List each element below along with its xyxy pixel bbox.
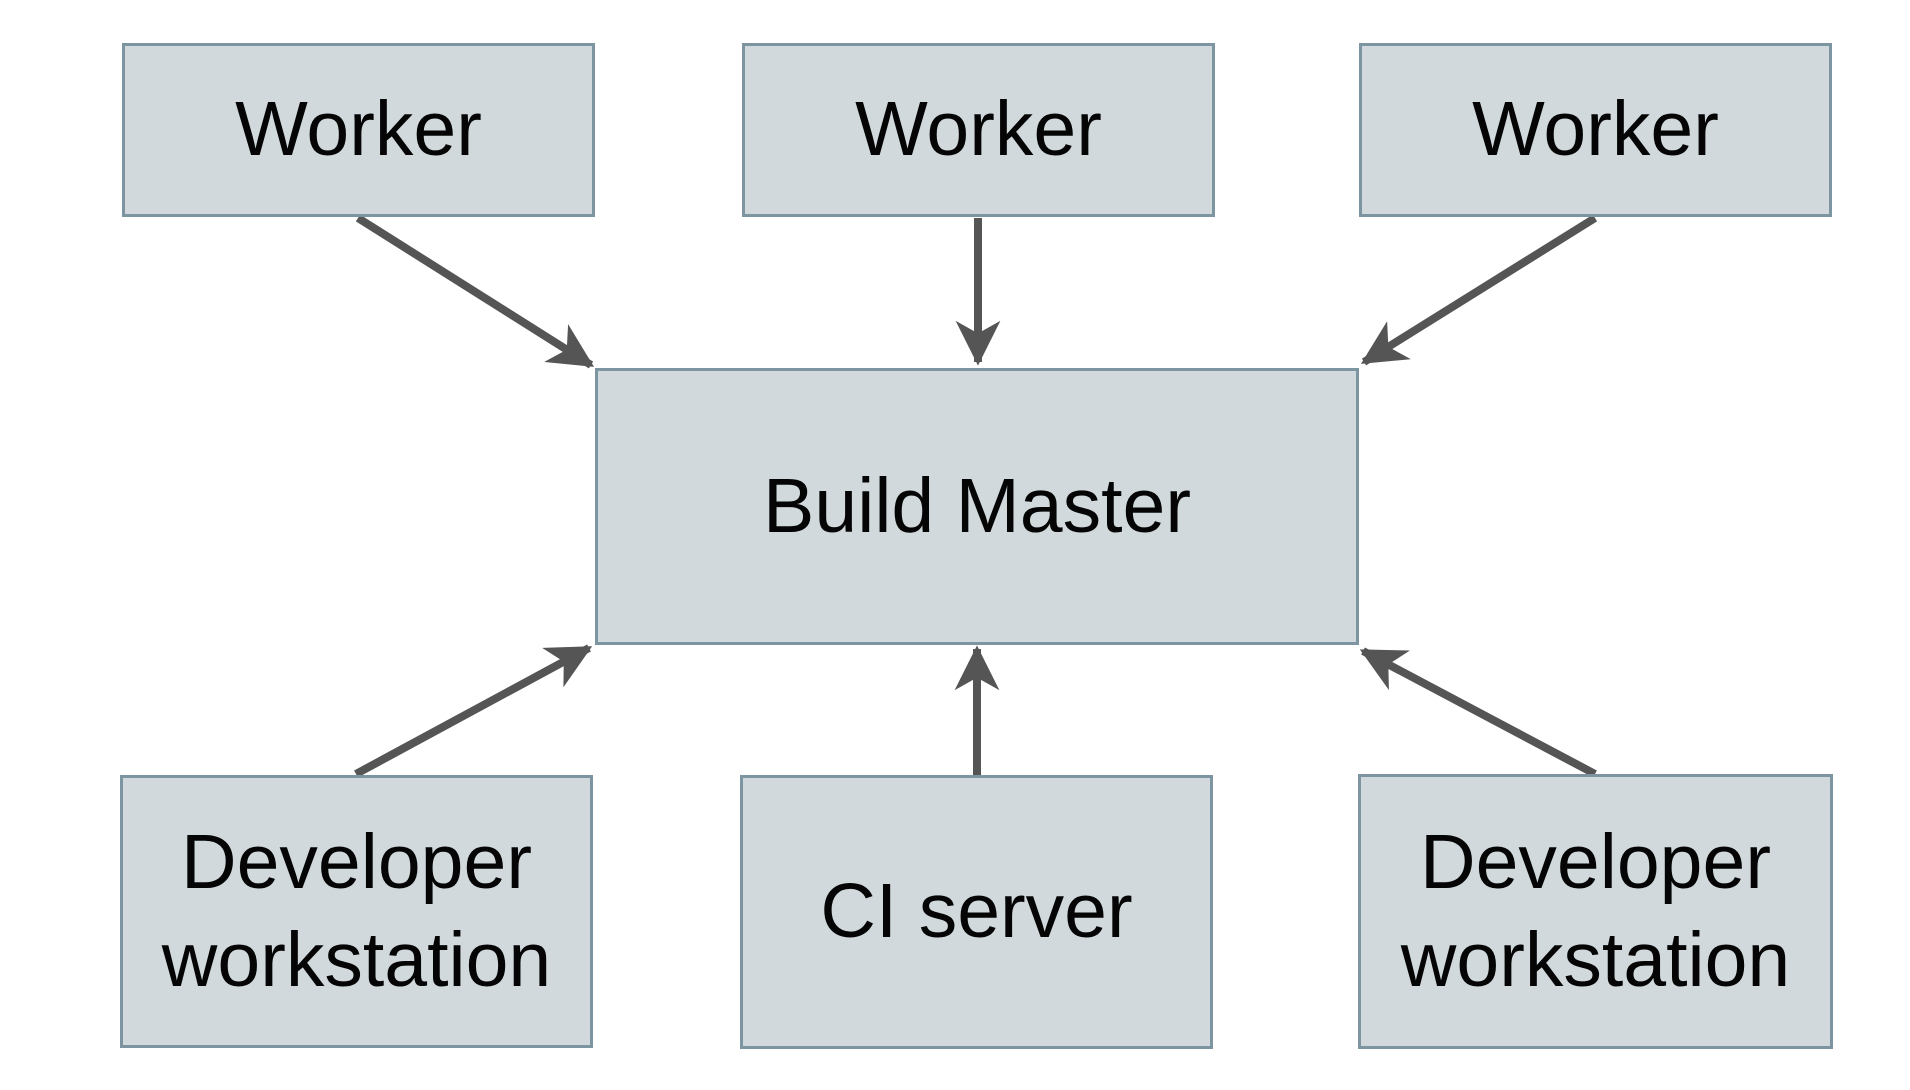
node-ci-server: CI server [740,775,1213,1049]
node-worker-center-label: Worker [855,86,1102,173]
node-build-master: Build Master [595,368,1359,645]
node-developer-workstation-left: Developer workstation [120,775,593,1048]
node-developer-workstation-right-label: Developer workstation [1400,819,1791,1003]
node-developer-workstation-right: Developer workstation [1358,774,1833,1049]
node-build-master-label: Build Master [763,462,1191,549]
node-worker-right: Worker [1359,43,1832,217]
edge-worker-left-to-build-master [355,214,595,369]
node-worker-right-label: Worker [1472,86,1719,173]
node-worker-left-label: Worker [235,86,482,173]
edge-developer-workstation-right-to-build-master [1359,647,1597,778]
edge-worker-right-to-build-master [1360,214,1598,366]
node-worker-left: Worker [122,43,595,217]
node-ci-server-label: CI server [820,868,1133,955]
node-developer-workstation-left-label: Developer workstation [161,819,552,1003]
edge-developer-workstation-left-to-build-master [354,644,593,778]
node-worker-center: Worker [742,43,1215,217]
